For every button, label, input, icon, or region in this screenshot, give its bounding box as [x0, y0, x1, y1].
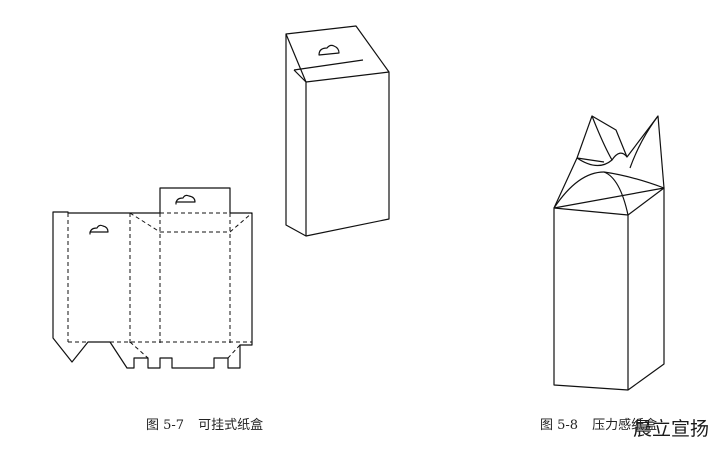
figure-5-8-title: 压力感纸盒 — [592, 418, 658, 433]
figure-5-7-title: 可挂式纸盒 — [198, 418, 264, 433]
hangable-box-die-line — [52, 187, 253, 369]
figure-5-8-number: 图 5-8 — [540, 418, 579, 433]
figure-5-8-caption: 图 5-8 压力感纸盒 — [540, 414, 657, 433]
hangable-box-assembled — [285, 25, 390, 237]
watermark: 晨立宣扬 — [633, 418, 710, 440]
figure-5-7-caption: 图 5-7 可挂式纸盒 — [146, 414, 263, 433]
figure-5-7-number: 图 5-7 — [146, 418, 185, 433]
pressure-box — [553, 115, 665, 391]
